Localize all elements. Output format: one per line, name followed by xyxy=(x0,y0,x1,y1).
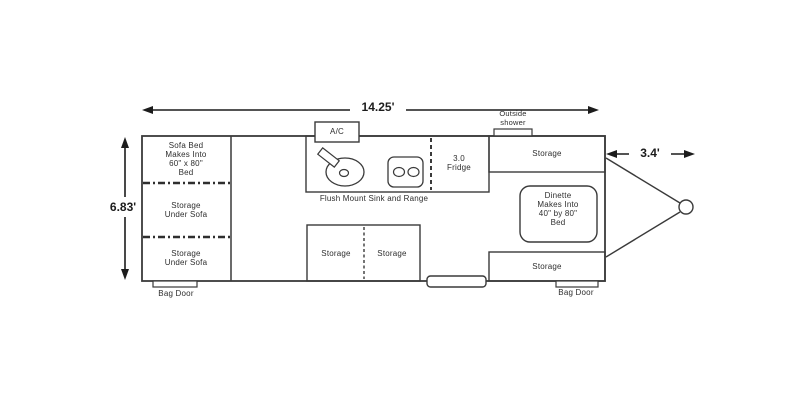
ac-unit-box xyxy=(314,121,360,143)
bag-door-rear-hatch xyxy=(152,280,198,288)
tongue-hitch xyxy=(605,157,694,258)
dinette-label: Dinette Makes Into 40" by 80" Bed xyxy=(537,191,579,227)
storage-center-left-label: Storage xyxy=(321,249,351,258)
bag-door-rear-label: Bag Door xyxy=(158,289,194,298)
range-icon xyxy=(387,156,424,188)
dimension-tongue-label: 3.4' xyxy=(637,146,663,160)
sink-icon xyxy=(316,147,365,187)
dinette-booth xyxy=(519,185,598,243)
storage-under-sofa-bottom-label: Storage Under Sofa xyxy=(164,249,208,267)
sofa-bed-label: Sofa Bed Makes Into 60" x 80" Bed xyxy=(165,141,207,177)
storage-front-bottom-label: Storage xyxy=(532,262,562,271)
bag-door-front-hatch xyxy=(555,280,599,288)
storage-center-box xyxy=(306,224,421,282)
storage-front-top-label: Storage xyxy=(532,149,562,158)
storage-cabinets xyxy=(306,135,606,282)
hitch-coupler xyxy=(678,199,694,215)
storage-under-sofa-top-label: Storage Under Sofa xyxy=(164,201,208,219)
flush-mount-sink-range-label: Flush Mount Sink and Range xyxy=(319,194,429,203)
fridge-label: 3.0 Fridge xyxy=(447,154,471,172)
outside-shower-port xyxy=(493,128,533,137)
dimension-width-arrow xyxy=(121,137,129,280)
entry-step xyxy=(426,275,487,288)
ac-label: A/C xyxy=(330,127,344,136)
outside-shower-label: Outside shower xyxy=(499,109,527,127)
bag-door-front-label: Bag Door xyxy=(558,288,594,297)
dimension-tongue-arrow xyxy=(606,150,695,158)
faucet-icon xyxy=(316,147,341,168)
storage-front-bottom-box xyxy=(488,251,606,282)
storage-center-right-label: Storage xyxy=(377,249,407,258)
dimension-length-arrow xyxy=(142,106,599,114)
dimension-length-label: 14.25' xyxy=(358,100,398,114)
storage-front-top-box xyxy=(488,135,606,173)
dimension-width-label: 6.83' xyxy=(106,200,140,214)
